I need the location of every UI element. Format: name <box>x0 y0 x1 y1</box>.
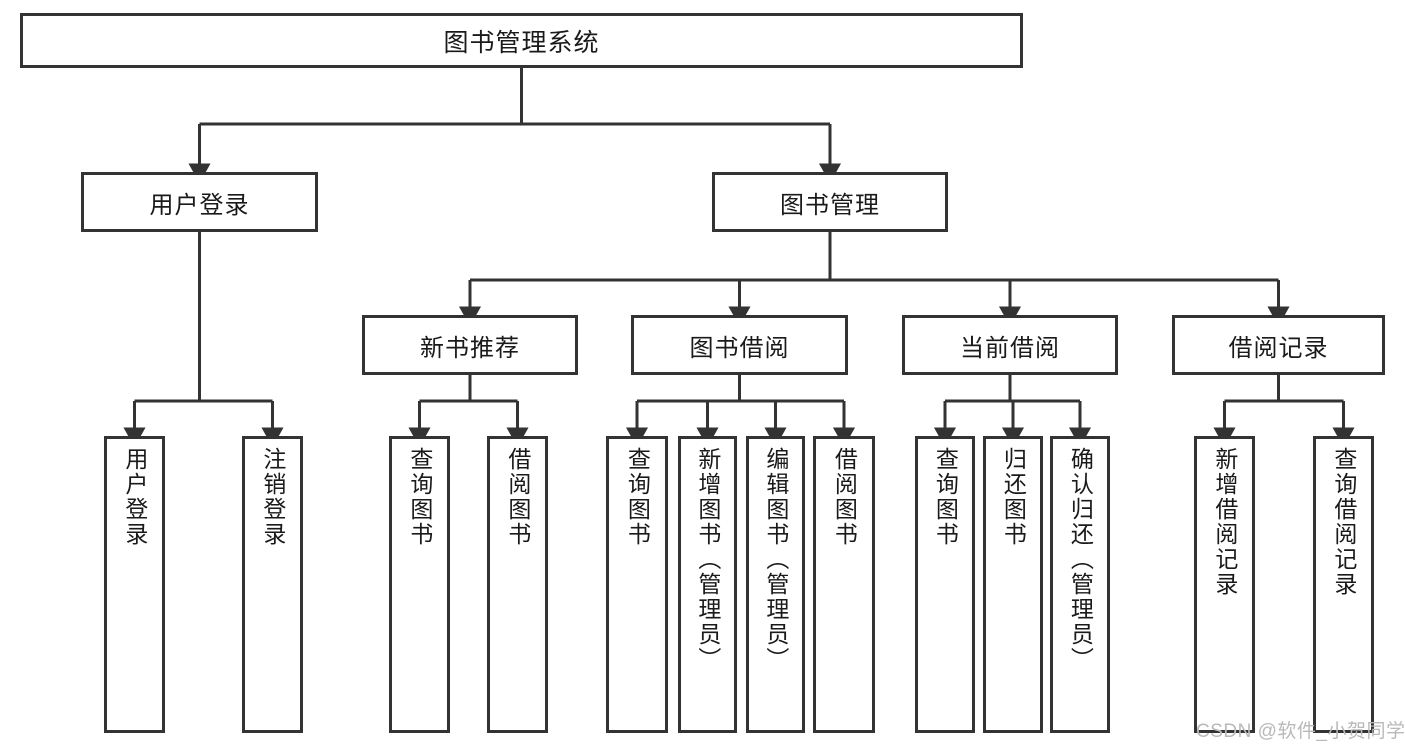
node-user-login-logout[interactable]: 注销登录 <box>242 436 303 733</box>
node-label-user-login-login: 用户登录 <box>121 447 148 547</box>
node-borrow-add-book[interactable]: 新增图书（管理员） <box>678 436 737 733</box>
node-label-user-login-logout: 注销登录 <box>259 447 286 547</box>
node-label-current-return-book: 归还图书 <box>1000 447 1027 547</box>
node-current-return-book[interactable]: 归还图书 <box>983 436 1043 733</box>
node-borrow-borrow-book[interactable]: 借阅图书 <box>813 436 875 733</box>
node-label-book-manage: 图书管理 <box>780 191 880 219</box>
node-current-borrow[interactable]: 当前借阅 <box>902 315 1118 375</box>
node-borrow-query-book[interactable]: 查询图书 <box>606 436 668 733</box>
node-record-query[interactable]: 查询借阅记录 <box>1313 436 1374 733</box>
node-recommend-query-book[interactable]: 查询图书 <box>389 436 450 733</box>
node-label-book-borrow: 图书借阅 <box>689 334 790 362</box>
node-label-recommend-query-book: 查询图书 <box>406 447 433 547</box>
node-user-login-login[interactable]: 用户登录 <box>104 436 165 733</box>
node-label-borrow-borrow-book: 借阅图书 <box>831 447 858 547</box>
node-label-current-borrow: 当前借阅 <box>960 334 1060 362</box>
node-recommend-borrow-book[interactable]: 借阅图书 <box>487 436 548 733</box>
csdn-watermark: CSDN @软件_小贺同学 <box>1196 721 1405 742</box>
connector-group <box>123 68 1355 448</box>
node-current-confirm-return[interactable]: 确认归还（管理员） <box>1050 436 1110 733</box>
node-label-recommend-borrow-book: 借阅图书 <box>504 447 531 547</box>
node-label-current-confirm-return: 确认归还（管理员） <box>1067 447 1094 672</box>
node-new-book-recommend[interactable]: 新书推荐 <box>362 315 578 375</box>
node-current-query-book[interactable]: 查询图书 <box>915 436 975 733</box>
node-label-current-query-book: 查询图书 <box>932 447 959 547</box>
node-user-login[interactable]: 用户登录 <box>81 172 318 232</box>
node-label-borrow-edit-book: 编辑图书（管理员） <box>762 447 789 672</box>
node-label-borrow-add-book: 新增图书（管理员） <box>694 447 721 672</box>
node-record-add[interactable]: 新增借阅记录 <box>1194 436 1255 733</box>
node-borrow-edit-book[interactable]: 编辑图书（管理员） <box>746 436 805 733</box>
node-label-user-login: 用户登录 <box>149 191 250 219</box>
node-book-manage[interactable]: 图书管理 <box>712 172 948 232</box>
node-borrow-record[interactable]: 借阅记录 <box>1172 315 1385 375</box>
node-label-record-query: 查询借阅记录 <box>1330 447 1357 597</box>
node-label-record-add: 新增借阅记录 <box>1211 447 1238 597</box>
node-root[interactable]: 图书管理系统 <box>20 13 1023 68</box>
node-label-borrow-query-book: 查询图书 <box>624 447 651 547</box>
node-book-borrow[interactable]: 图书借阅 <box>631 315 848 375</box>
node-label-root: 图书管理系统 <box>443 28 600 57</box>
node-label-new-book-recommend: 新书推荐 <box>420 334 520 362</box>
node-label-borrow-record: 借阅记录 <box>1228 334 1329 362</box>
